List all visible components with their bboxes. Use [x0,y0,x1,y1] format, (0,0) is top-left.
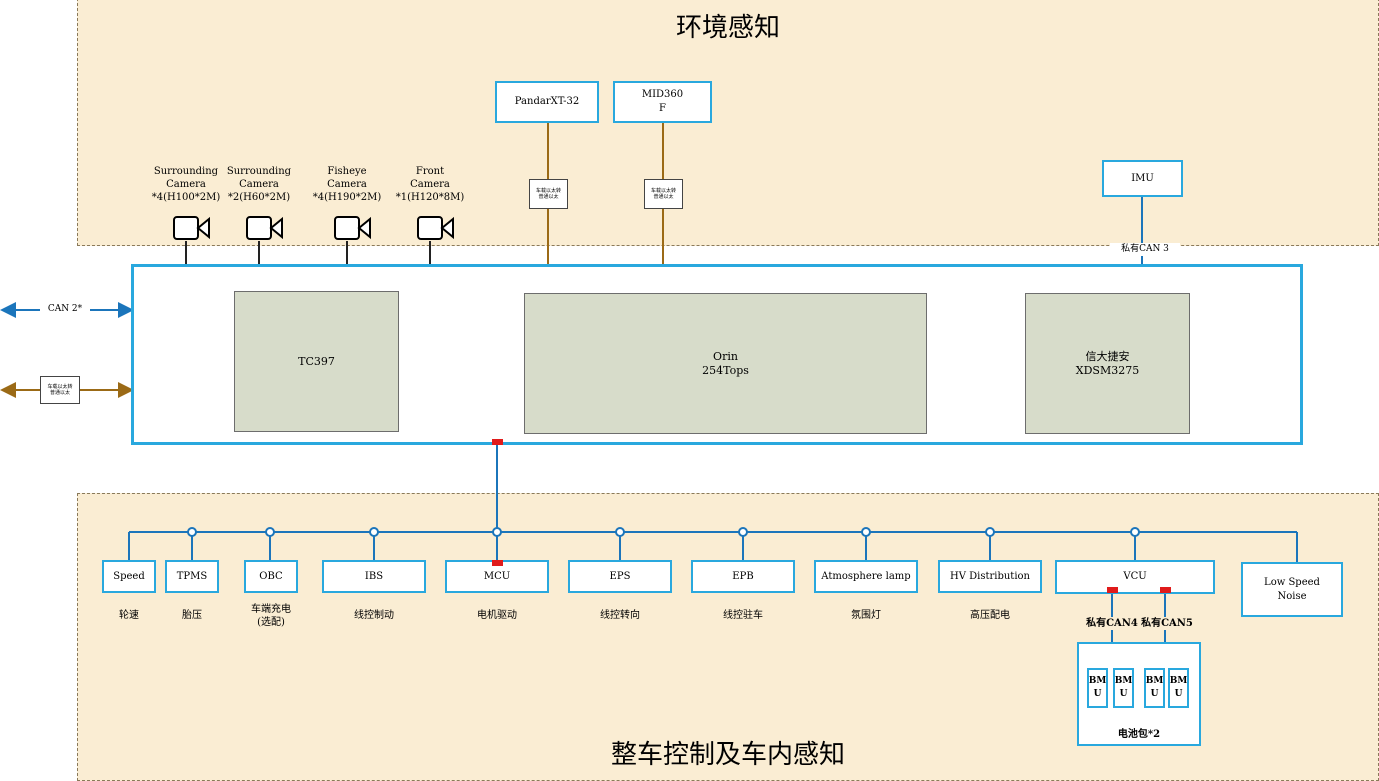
can2-label: CAN 2* [40,303,90,316]
module-eps: EPS [568,560,672,593]
module-low-speed-noise: Low Speed Noise [1241,562,1343,617]
module-sublabel: 高压配电 [970,610,1010,621]
battery-pack-label: 电池包*2 [1117,729,1161,740]
lidar-mid360-box: MID360 F [613,81,712,123]
module-sublabel: 氛围灯 [851,610,881,621]
camera-label: Front Camera *1(H120*8M) [395,166,465,203]
private-can4-label: 私有CAN4 [1086,618,1138,629]
perception-zone-title: 环境感知 [675,13,780,43]
bus-junction [265,527,275,537]
bus-junction [738,527,748,537]
camera-label: Fisheye Camera *4(H190*2M) [312,166,382,203]
bmu-cell: BM U [1168,668,1189,708]
controller-port-marker [492,439,503,445]
vehicle-control-zone-title: 整车控制及车内感知 [610,740,845,770]
module-sublabel: 线控驻车 [723,610,763,621]
module-sublabel: 电机驱动 [477,610,517,621]
bus-junction [187,527,197,537]
bus-junction [369,527,379,537]
ethernet-converter: 车载以太转 普通以太 [644,179,683,209]
mcu-port-marker [492,560,503,566]
camera-label: Surrounding Camera *4(H100*2M) [151,166,221,203]
module-obc: OBC [244,560,298,593]
lidar-pandarxt-box: PandarXT-32 [495,81,599,123]
module-atmosphere-lamp: Atmosphere lamp [814,560,918,593]
camera-icon [417,216,454,240]
camera-icon [173,216,210,240]
bus-junction [861,527,871,537]
module-sublabel: 轮速 [119,610,139,621]
bus-junction [1130,527,1140,537]
left-ethernet-converter: 车载以太转 普通以太 [40,376,80,404]
vcu-can4-marker [1107,587,1118,593]
module-speed: Speed [102,560,156,593]
module-sublabel: 线控转向 [600,610,640,621]
camera-icon [246,216,283,240]
bmu-cell: BM U [1087,668,1108,708]
private-can5-label: 私有CAN5 [1141,618,1193,629]
module-sublabel: 线控制动 [354,610,394,621]
module-hv-distribution: HV Distribution [938,560,1042,593]
ethernet-converter: 车载以太转 普通以太 [529,179,568,209]
module-sublabel: 胎压 [182,610,202,621]
chip-orin: Orin 254Tops [524,293,927,434]
camera-icon [334,216,371,240]
vcu-can5-marker [1160,587,1171,593]
bus-junction [985,527,995,537]
module-ibs: IBS [322,560,426,593]
bmu-cell: BM U [1113,668,1134,708]
imu-box: IMU [1102,160,1183,197]
chip-tc397: TC397 [234,291,399,432]
module-tpms: TPMS [165,560,219,593]
chip-security: 信大捷安 XDSM3275 [1025,293,1190,434]
perception-zone: 环境感知 [77,0,1379,246]
bus-junction [492,527,502,537]
camera-label: Surrounding Camera *2(H60*2M) [226,166,292,203]
module-epb: EPB [691,560,795,593]
bus-junction [615,527,625,537]
private-can3-label: 私有CAN 3 [1110,243,1180,256]
bmu-cell: BM U [1144,668,1165,708]
module-vcu: VCU [1055,560,1215,594]
module-sublabel: 车端充电 (选配) [251,604,291,628]
